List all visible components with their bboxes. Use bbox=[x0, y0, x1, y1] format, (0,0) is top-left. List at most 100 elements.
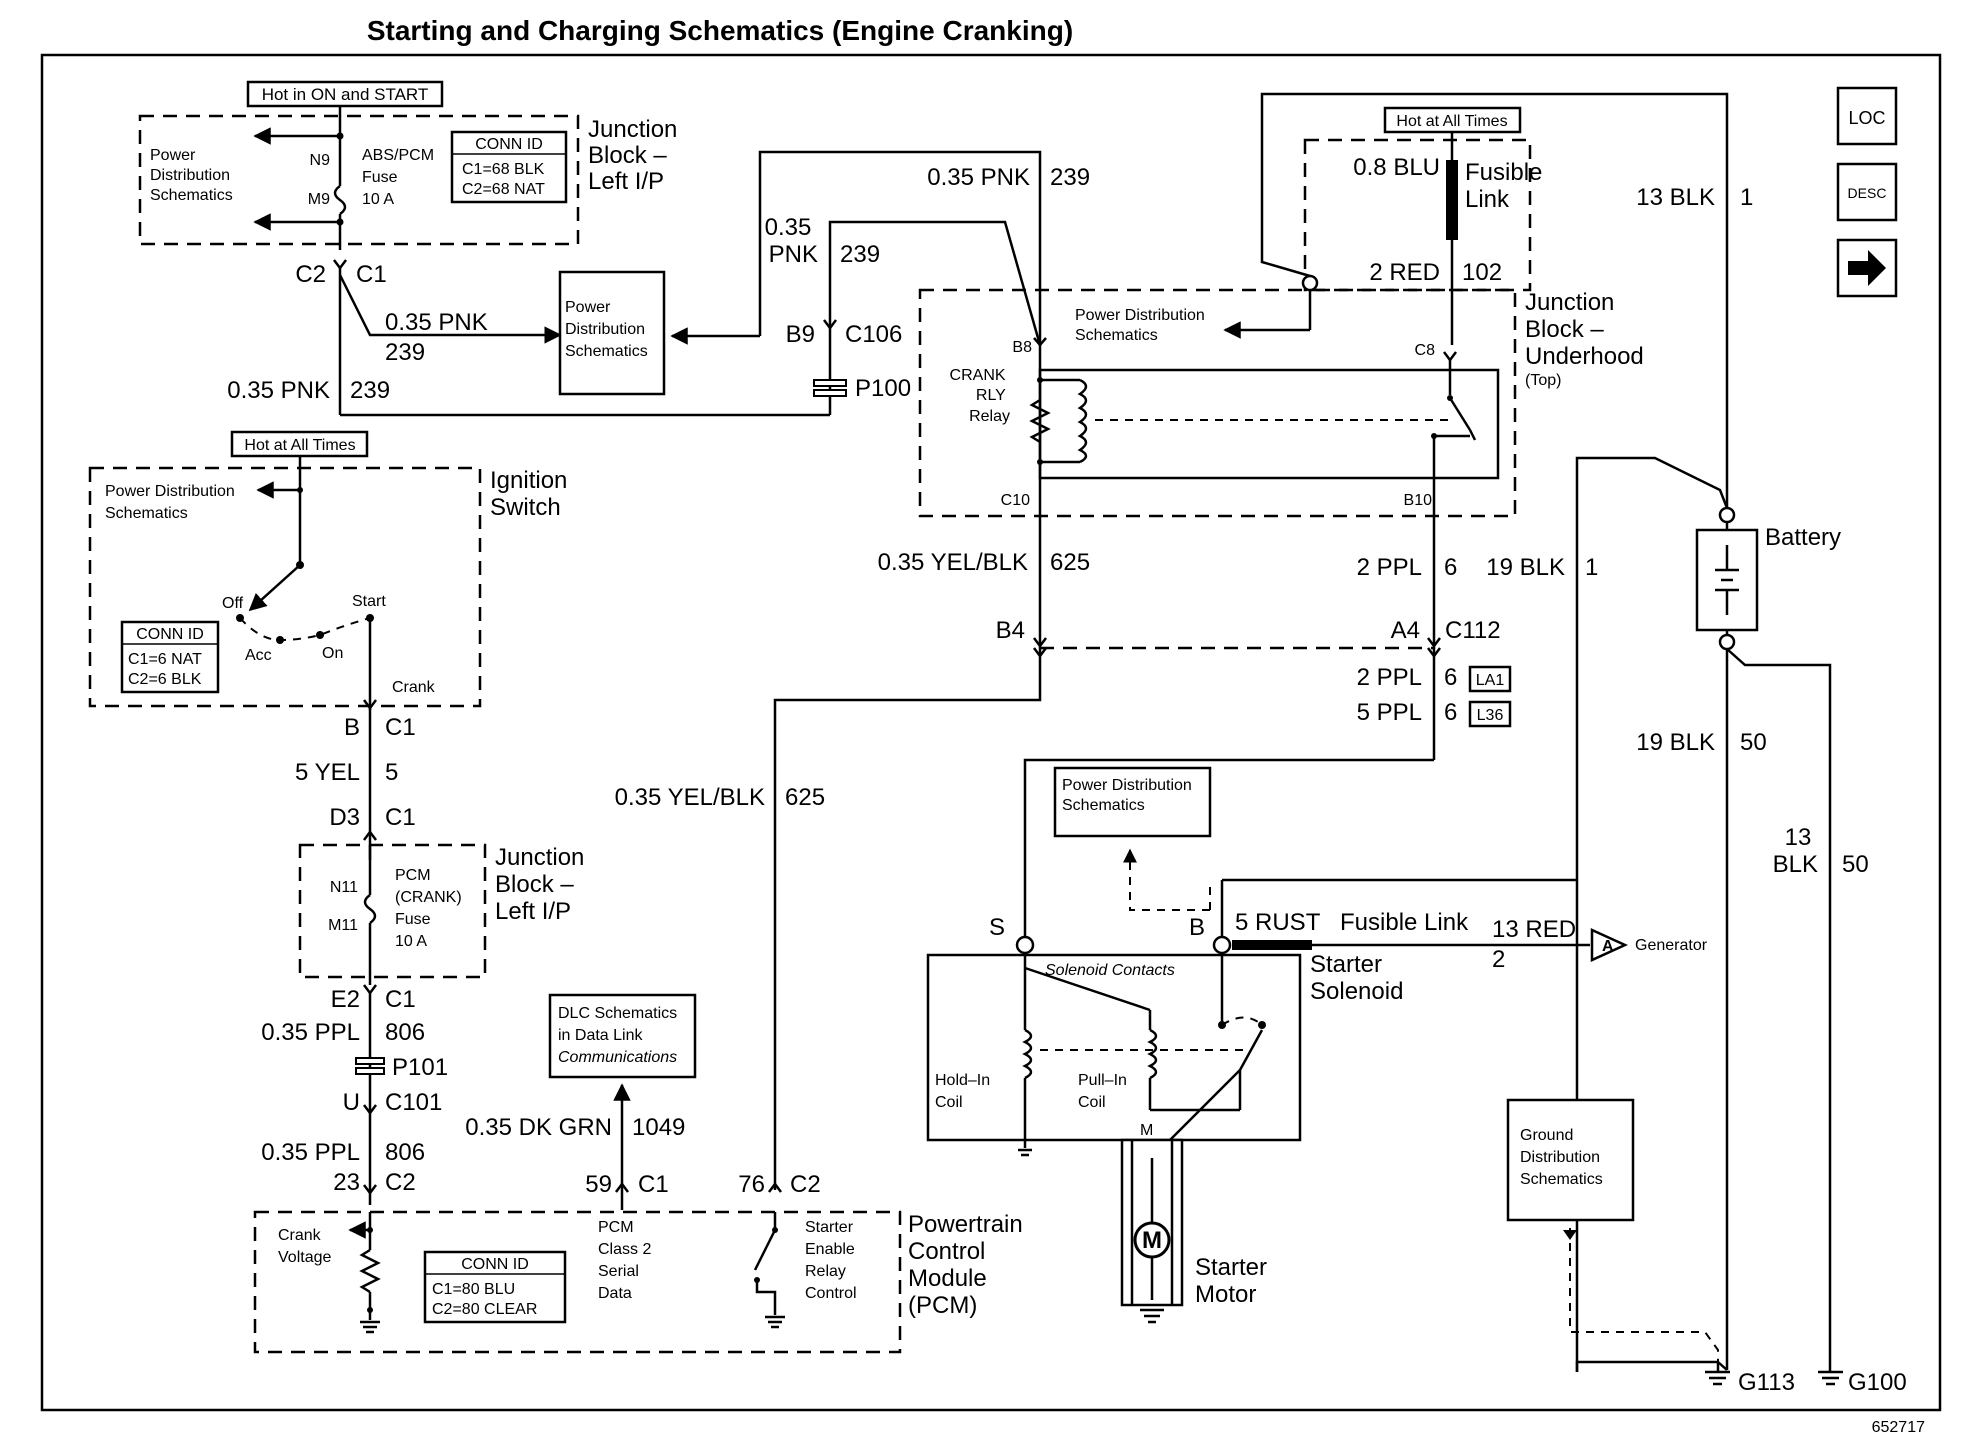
pin-n11: N11 bbox=[330, 879, 358, 896]
wire-blk19b-size: 19 BLK bbox=[1636, 729, 1715, 756]
wire-ppl2-circuit: 6 bbox=[1444, 554, 1457, 581]
wire-pnk-d-circuit: 239 bbox=[840, 241, 880, 268]
wire-ppl-b-size: 0.35 PPL bbox=[261, 1139, 360, 1166]
abs-pcm-fuse-label: ABS/PCM Fuse 10 A bbox=[362, 147, 438, 208]
terminal-m: M bbox=[1140, 1122, 1153, 1139]
wire-red13-circuit: 2 bbox=[1492, 946, 1505, 973]
connector-c1-a: C1 bbox=[385, 714, 416, 741]
connector-p100: P100 bbox=[855, 375, 911, 402]
ignition-switch: Ignition Switch Power Distribution Schem… bbox=[88, 456, 574, 710]
battery bbox=[1695, 506, 1759, 651]
junction-block-label: Junction Block – Left I/P bbox=[588, 116, 684, 195]
generator-connector-letter: A bbox=[1602, 938, 1614, 955]
wire-yel-circuit: 5 bbox=[385, 759, 398, 786]
wire-pnk-c-size: 0.35 PNK bbox=[927, 164, 1030, 191]
junction-block-left-ip-bottom: Junction Block – Left I/P N11 M11 PCM (C… bbox=[298, 843, 584, 985]
wire-ppl2-size: 2 PPL bbox=[1357, 554, 1422, 581]
pcm-conn-rows: C1=80 BLU C2=80 CLEAR bbox=[432, 1281, 537, 1318]
wire-ppl-a-size: 0.35 PPL bbox=[261, 1019, 360, 1046]
ignition-crank: Crank bbox=[392, 679, 436, 696]
wire-pnk-c-circuit: 239 bbox=[1050, 164, 1090, 191]
wire-red-size: 2 RED bbox=[1369, 259, 1440, 286]
crank-voltage-label: Crank Voltage bbox=[278, 1227, 331, 1266]
page-title: Starting and Charging Schematics (Engine… bbox=[367, 15, 1073, 46]
wire-ppl2b-size: 2 PPL bbox=[1357, 664, 1422, 691]
terminal-s: S bbox=[989, 914, 1005, 941]
connector-c1-b: C1 bbox=[385, 804, 416, 831]
wire-ppl-b-circuit: 806 bbox=[385, 1139, 425, 1166]
wire-pnk-b-circuit: 239 bbox=[350, 377, 390, 404]
pds-underhood-label: Power Distribution Schematics bbox=[1075, 307, 1209, 344]
wire-dkgrn-size: 0.35 DK GRN bbox=[465, 1114, 612, 1141]
dlc-schematics-box: DLC Schematics in Data Link Communicatio… bbox=[548, 993, 697, 1079]
pull-in-coil-label: Pull–In Coil bbox=[1078, 1072, 1131, 1111]
pds-starter-label: Power Distribution Schematics bbox=[1062, 777, 1196, 814]
conn-id-title: CONN ID bbox=[475, 136, 543, 153]
connector-c2-b: C2 bbox=[790, 1171, 821, 1198]
powertrain-control-module: Powertrain Control Module (PCM) Crank Vo… bbox=[253, 1210, 1029, 1354]
pds-box-middle: Power Distribution Schematics bbox=[558, 270, 666, 396]
wire-pnk-a-circuit: 239 bbox=[385, 339, 425, 366]
wire-blk13b-circuit: 50 bbox=[1842, 851, 1869, 878]
ignition-switch-label: Ignition Switch bbox=[490, 467, 574, 521]
dlc-label: DLC Schematics in Data Link Communicatio… bbox=[558, 1005, 682, 1066]
wire-yelblk-a-circuit: 625 bbox=[1050, 549, 1090, 576]
connector-p101: P101 bbox=[392, 1054, 448, 1081]
connector-b: B bbox=[344, 714, 360, 741]
connector-e2: E2 bbox=[331, 986, 360, 1013]
connector-c1-d: C1 bbox=[638, 1171, 669, 1198]
wire-pnk-d-size: 0.35 PNK bbox=[765, 214, 818, 268]
connector-c112: C112 bbox=[1445, 617, 1501, 644]
connector-76: 76 bbox=[738, 1171, 765, 1198]
next-page-button[interactable] bbox=[1836, 238, 1898, 298]
diagram-frame bbox=[40, 53, 1942, 1412]
motor-symbol: M bbox=[1142, 1227, 1162, 1254]
connector-c2-a: C2 bbox=[385, 1169, 416, 1196]
connector-c101: C101 bbox=[385, 1089, 442, 1116]
pcm-serial-label: PCM Class 2 Serial Data bbox=[598, 1219, 656, 1302]
desc-button[interactable]: DESC bbox=[1836, 162, 1898, 222]
ignition-pds-label: Power Distribution Schematics bbox=[105, 483, 239, 522]
wire-blk13-circuit: 1 bbox=[1740, 184, 1753, 211]
junction-block-left-ip-top: Hot in ON and START Power Distribution S… bbox=[138, 80, 684, 250]
wire-red-circuit: 102 bbox=[1462, 259, 1502, 286]
wire-ppl5-size: 5 PPL bbox=[1357, 699, 1422, 726]
connector-c1-c: C1 bbox=[385, 986, 416, 1013]
terminal-b: B bbox=[1189, 914, 1205, 941]
connector-d3: D3 bbox=[329, 804, 360, 831]
junction-block-underhood: Junction Block – Underhood (Top) CRANK R… bbox=[918, 288, 1644, 520]
connector-b4: B4 bbox=[996, 617, 1025, 644]
pcm-label: Powertrain Control Module (PCM) bbox=[908, 1211, 1029, 1319]
pcm-conn-title: CONN ID bbox=[461, 1256, 529, 1273]
starter-motor: M bbox=[1120, 1138, 1184, 1324]
conn-id-rows: C1=68 BLK C2=68 NAT bbox=[462, 161, 549, 198]
ground-distribution-label: Ground Distribution Schematics bbox=[1520, 1127, 1604, 1188]
fusible-link-label: Fusible Link bbox=[1465, 159, 1549, 213]
wire-yelblk-b-circuit: 625 bbox=[785, 784, 825, 811]
pin-c8: C8 bbox=[1415, 342, 1436, 359]
pin-n9: N9 bbox=[310, 152, 331, 169]
figure-number: 652717 bbox=[1872, 1419, 1925, 1436]
pds-label: Power Distribution Schematics bbox=[150, 147, 234, 204]
connector-c2: C2 bbox=[295, 261, 326, 288]
generator-label: Generator bbox=[1635, 937, 1708, 954]
wire-blk19-size: 19 BLK bbox=[1486, 554, 1565, 581]
wire-ppl2b-circuit: 6 bbox=[1444, 664, 1457, 691]
pin-m11: M11 bbox=[328, 917, 358, 934]
wire-blu-size: 0.8 BLU bbox=[1353, 154, 1440, 181]
connector-23: 23 bbox=[333, 1169, 360, 1196]
wire-ppl-a-circuit: 806 bbox=[385, 1019, 425, 1046]
wire-red13-size: 13 RED bbox=[1492, 916, 1576, 943]
solenoid-contacts-label: Solenoid Contacts bbox=[1045, 962, 1175, 979]
jb-underhood-top-note: (Top) bbox=[1525, 372, 1561, 389]
hold-in-coil-label: Hold–In Coil bbox=[935, 1072, 995, 1111]
ignition-start: Start bbox=[352, 593, 386, 610]
ground-g113: G113 bbox=[1738, 1369, 1795, 1396]
ignition-acc: Acc bbox=[245, 647, 272, 664]
pin-b10: B10 bbox=[1404, 492, 1433, 509]
pcm-crank-fuse-label: PCM (CRANK) Fuse 10 A bbox=[395, 867, 466, 950]
connector-u: U bbox=[343, 1089, 360, 1116]
loc-button[interactable]: LOC bbox=[1836, 86, 1898, 146]
desc-button-label: DESC bbox=[1848, 185, 1887, 201]
wire-blk13-size: 13 BLK bbox=[1636, 184, 1715, 211]
